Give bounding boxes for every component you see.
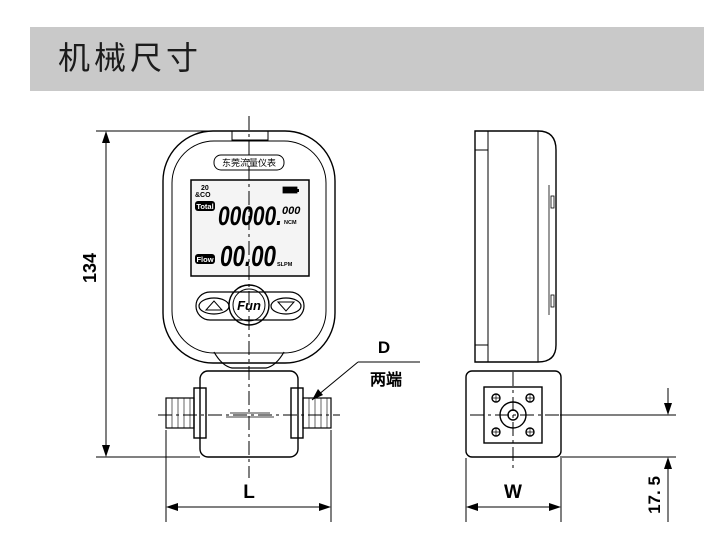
offset-dimension: 17. 5: [645, 476, 664, 514]
diameter-note: 两端: [370, 370, 402, 389]
section-title: 机械尺寸: [58, 39, 203, 77]
button-bar: [195, 291, 305, 321]
side-body: [465, 370, 562, 458]
flow-value: 00.00: [220, 241, 276, 273]
down-button[interactable]: [270, 297, 302, 315]
port-inner: [507, 409, 519, 421]
total-decimal: 000: [282, 205, 301, 217]
total-unit: NCM: [284, 220, 297, 226]
side-view: [465, 130, 562, 458]
flow-tag: Flow: [196, 255, 213, 264]
side-flange: [483, 386, 543, 444]
brand-label: 东莞流量仪表: [222, 157, 276, 169]
gas-label-bottom: &CO: [195, 192, 211, 199]
battery-icon: [282, 186, 298, 194]
side-housing: [474, 130, 557, 363]
top-notch: [231, 131, 269, 141]
dimension-arrows: [102, 131, 672, 511]
flow-unit: SLPM: [277, 262, 293, 268]
length-dimension: L: [243, 482, 255, 503]
up-arrow-icon: [204, 300, 224, 311]
right-thread: [302, 397, 332, 429]
left-thread: [165, 397, 195, 429]
port-outer: [499, 401, 527, 429]
right-nut: [290, 387, 304, 439]
fun-button-label: Fun: [237, 298, 261, 313]
width-dimension: W: [504, 482, 522, 503]
height-dimension: 134: [80, 253, 100, 283]
total-tag-box: [195, 201, 215, 211]
total-value: 00000.: [218, 201, 282, 231]
center-lines: [158, 116, 560, 478]
dimension-lines: [96, 130, 676, 522]
diameter-label: D: [378, 338, 390, 357]
section-header-bar: [30, 27, 704, 91]
total-tag: Total: [196, 202, 213, 211]
down-arrow-icon: [276, 301, 296, 312]
flow-tag-box: [195, 254, 215, 264]
front-view: [162, 130, 336, 458]
gas-label-top: 20: [201, 185, 209, 192]
